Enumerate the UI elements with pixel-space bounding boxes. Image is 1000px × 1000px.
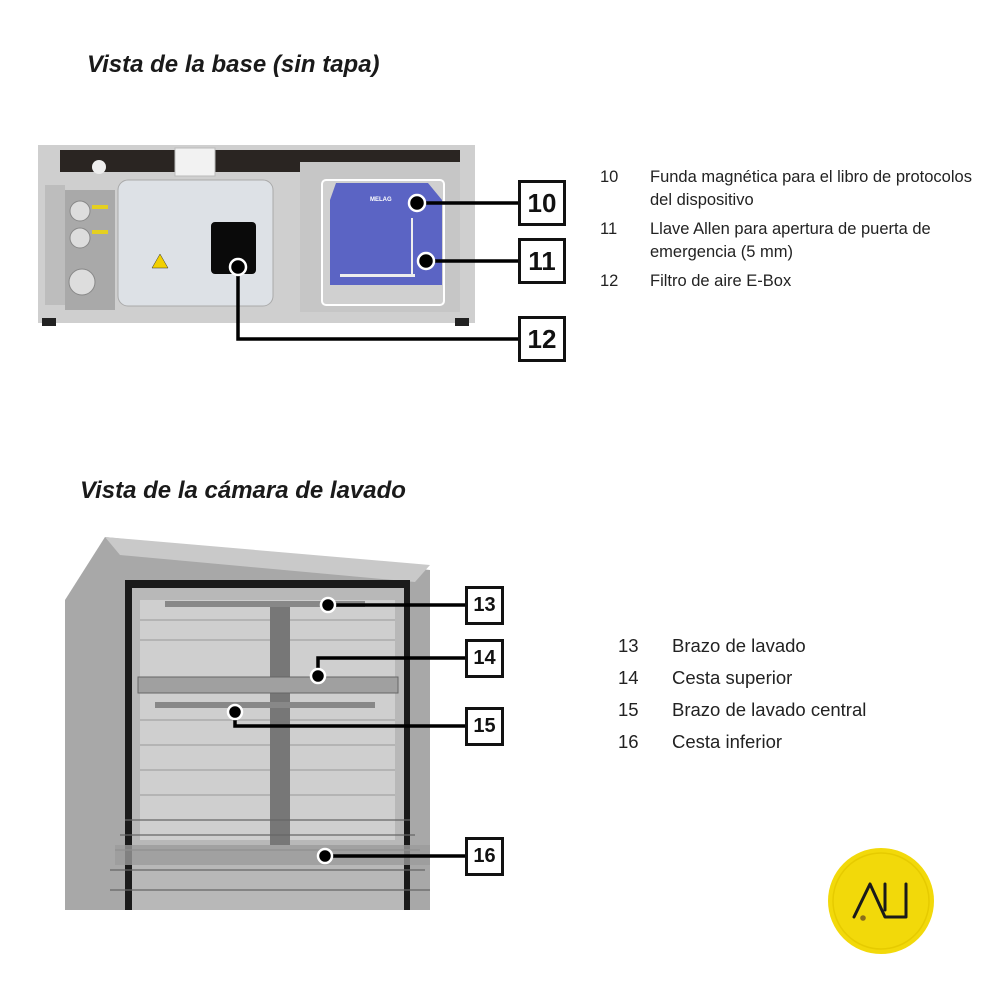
chamber-view-image xyxy=(65,537,430,910)
base-view-image: MELAG xyxy=(38,145,475,326)
legend-number: 10 xyxy=(600,168,619,186)
callout-10: 10 xyxy=(518,180,566,226)
melag-label: MELAG xyxy=(370,197,392,203)
legend-text: Filtro de aire E-Box xyxy=(650,272,792,290)
legend-number: 14 xyxy=(618,667,639,688)
legend-text: Llave Allen para apertura de puerta de e… xyxy=(650,220,931,261)
callout-16: 16 xyxy=(465,837,504,876)
callout-14: 14 xyxy=(465,639,504,678)
legend-text: Brazo de lavado xyxy=(672,635,806,656)
legend-item: 12 Filtro de aire E-Box xyxy=(600,270,980,293)
legend-text: Cesta inferior xyxy=(672,731,783,752)
callout-dots xyxy=(226,193,436,865)
legend-item: 10 Funda magnética para el libro de proto… xyxy=(600,166,980,212)
legend-item: 11 Llave Allen para apertura de puerta de… xyxy=(600,218,980,264)
legend-text: Funda magnética para el libro de protoco… xyxy=(650,168,972,209)
chamber-view-legend: 13 Brazo de lavado 14 Cesta superior 15 Bra… xyxy=(618,630,866,758)
base-view-title: Vista de la base (sin tapa) xyxy=(87,51,380,78)
legend-text: Cesta superior xyxy=(672,667,793,688)
chamber-view-title: Vista de la cámara de lavado xyxy=(80,477,406,504)
legend-text: Brazo de lavado central xyxy=(672,699,867,720)
base-view-legend: 10 Funda magnética para el libro de proto… xyxy=(600,166,980,299)
legend-item: 16 Cesta inferior xyxy=(618,726,866,758)
legend-item: 14 Cesta superior xyxy=(618,662,866,694)
callout-11: 11 xyxy=(518,238,566,284)
callout-15: 15 xyxy=(465,707,504,746)
legend-number: 16 xyxy=(618,731,639,752)
legend-number: 15 xyxy=(618,699,639,720)
legend-number: 11 xyxy=(600,220,618,238)
legend-item: 13 Brazo de lavado xyxy=(618,630,866,662)
callout-13: 13 xyxy=(465,586,504,625)
legend-number: 12 xyxy=(600,272,619,290)
legend-number: 13 xyxy=(618,635,639,656)
legend-item: 15 Brazo de lavado central xyxy=(618,694,866,726)
callout-12: 12 xyxy=(518,316,566,362)
